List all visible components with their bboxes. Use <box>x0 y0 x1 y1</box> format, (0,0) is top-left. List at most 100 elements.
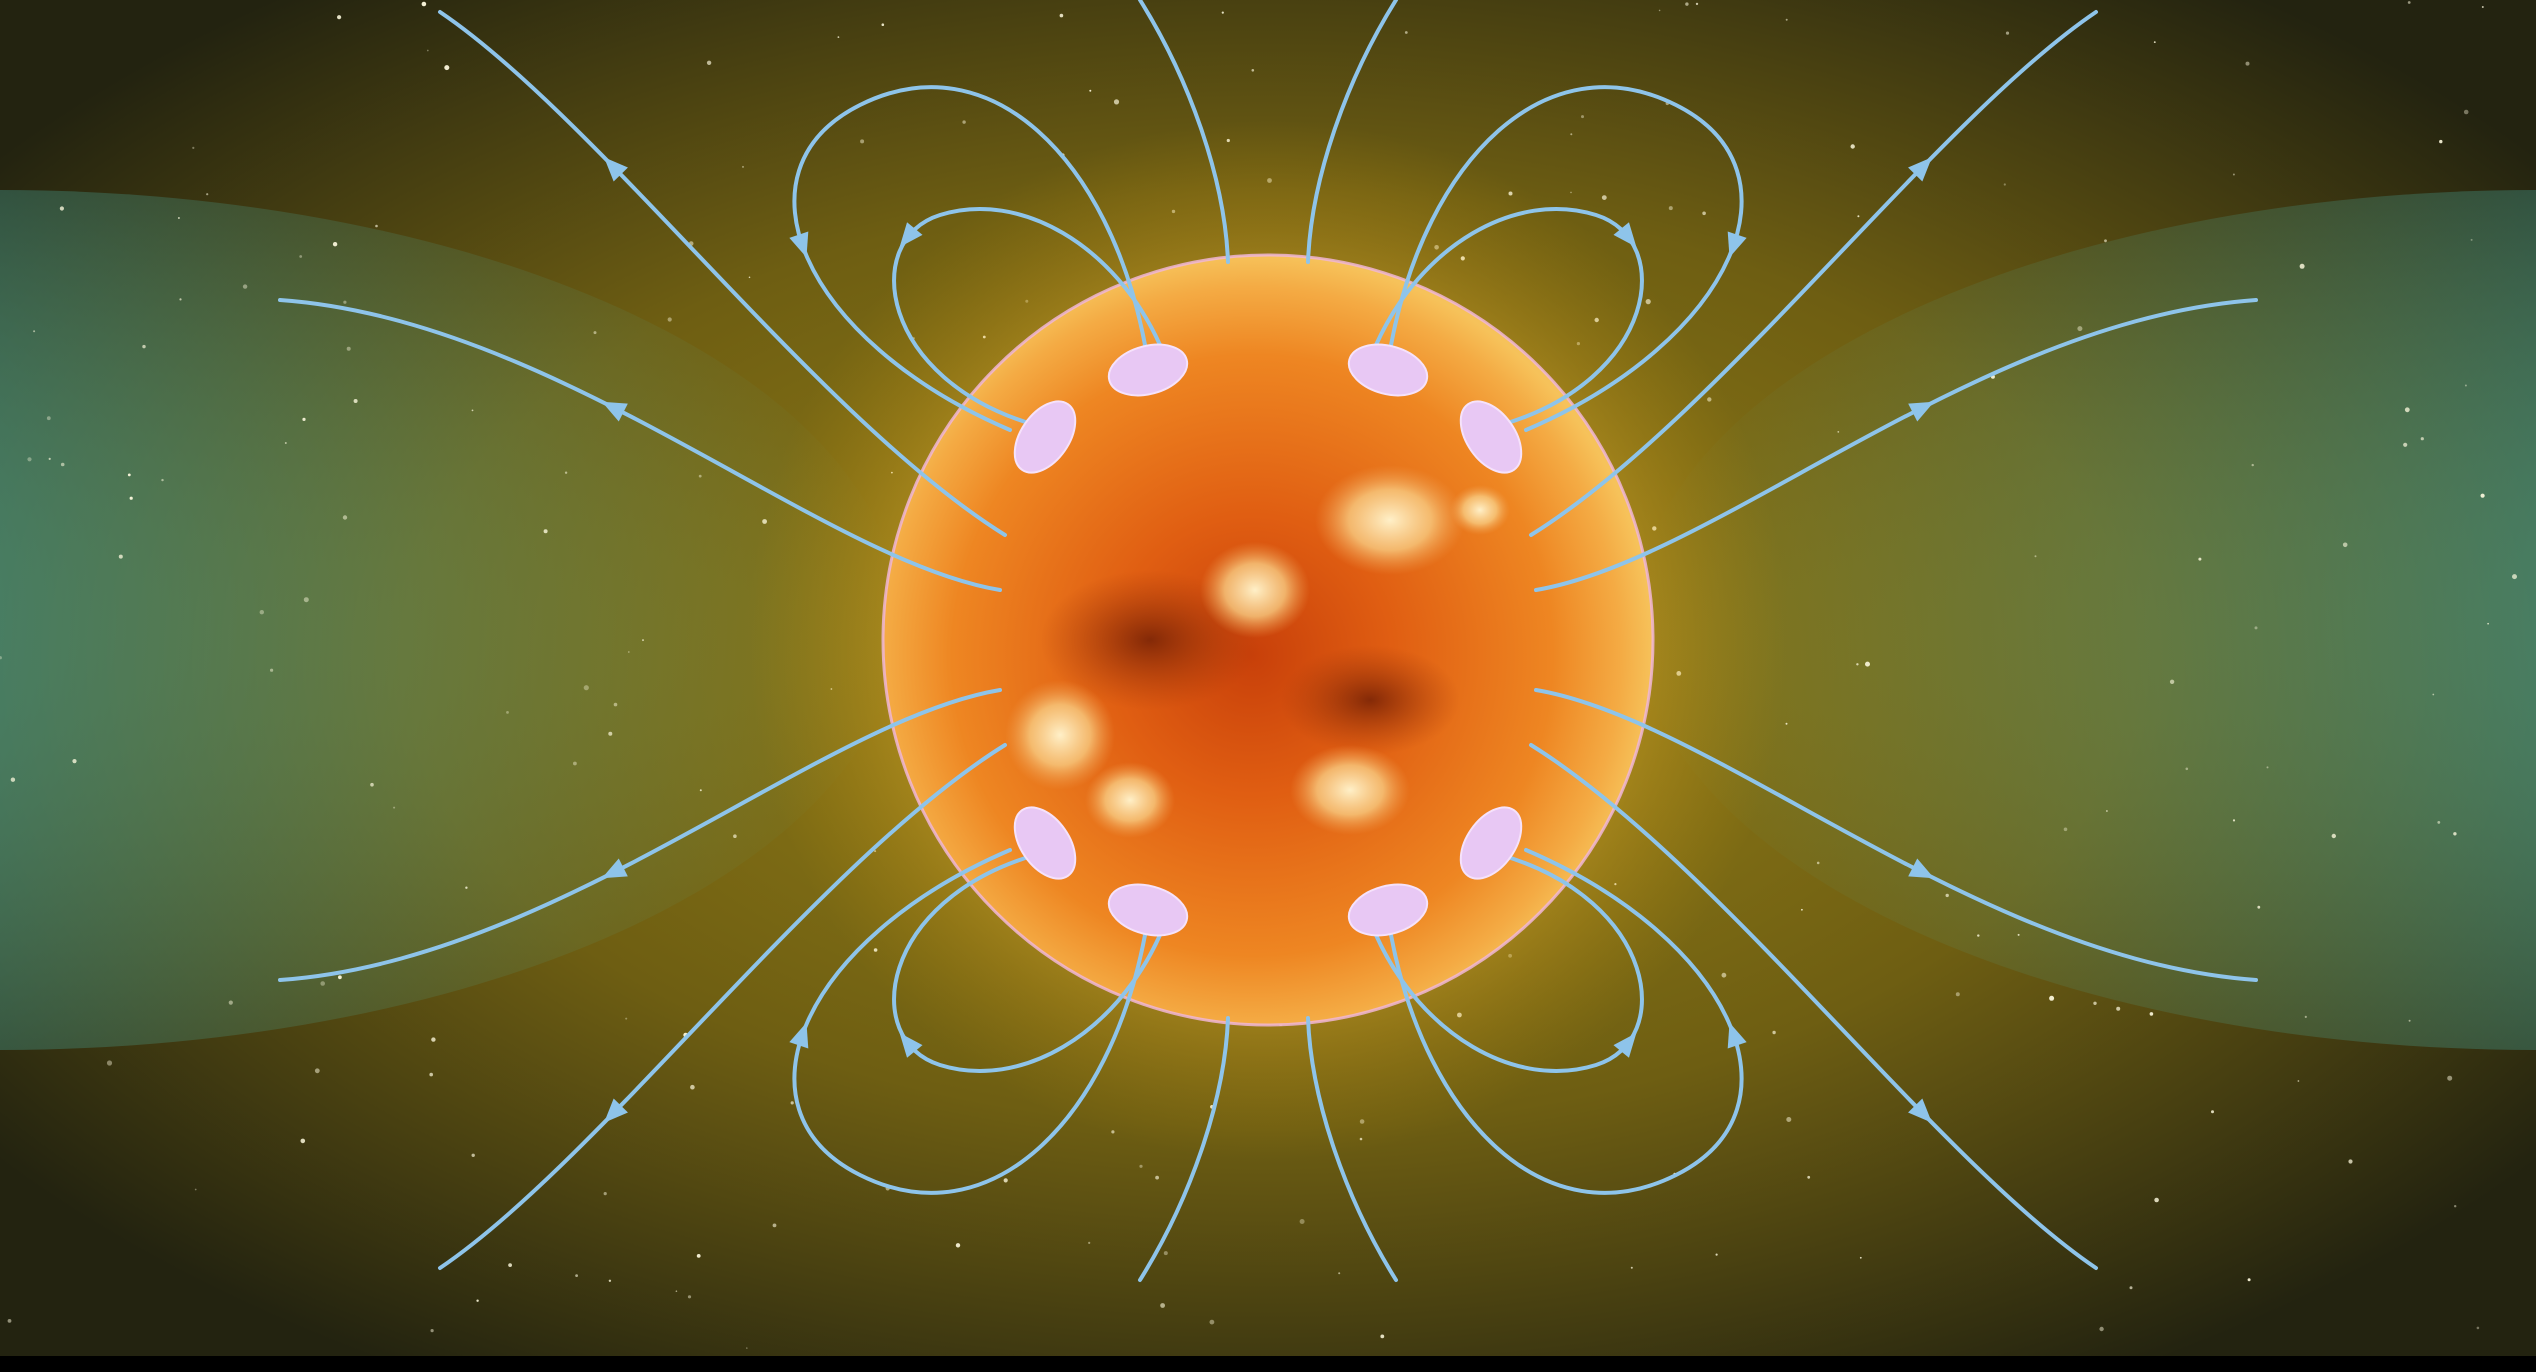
star-dot-icon <box>1581 115 1584 119</box>
star-dot-icon <box>2017 933 2020 936</box>
star-dot-icon <box>194 1188 197 1191</box>
star-dot-icon <box>690 1084 695 1090</box>
star-dot-icon <box>1570 191 1572 194</box>
star-dot-icon <box>2169 679 2175 684</box>
ellipse-icon <box>1347 343 1429 397</box>
active-region-bright <box>1450 485 1510 535</box>
star-dot-icon <box>593 331 597 335</box>
star-dot-icon <box>2447 1075 2453 1081</box>
ellipse-icon <box>1107 883 1189 937</box>
star-dot-icon <box>625 1017 628 1020</box>
star-dot-icon <box>2420 437 2424 441</box>
star-dot-icon <box>667 317 672 322</box>
star-dot-icon <box>1859 1256 1862 1259</box>
star-dot-icon <box>343 300 347 304</box>
star-dot-icon <box>2403 442 2408 447</box>
star-dot-icon <box>27 457 32 462</box>
field-line-group-upper-left <box>278 0 1230 592</box>
star-dot-icon <box>72 759 77 764</box>
star-dot-icon <box>1857 215 1860 218</box>
field-line <box>1529 10 2098 537</box>
star-dot-icon <box>962 120 966 124</box>
star-dot-icon <box>1837 431 1840 433</box>
star-dot-icon <box>206 193 209 196</box>
magnetic-field-lines <box>278 0 2258 1282</box>
star-dot-icon <box>2154 1197 2159 1203</box>
star-dot-icon <box>129 496 133 500</box>
star-dot-icon <box>393 806 396 809</box>
field-line <box>1138 1016 1230 1282</box>
star-dot-icon <box>465 886 468 889</box>
star-dot-icon <box>48 457 51 460</box>
star-dot-icon <box>573 761 577 766</box>
star-dot-icon <box>2348 1159 2353 1164</box>
sun-rim-line <box>881 253 1655 1027</box>
star-dot-icon <box>1772 1030 1776 1035</box>
star-dot-icon <box>338 975 342 980</box>
star-dot-icon <box>1702 211 1706 216</box>
star-dot-icon <box>1601 195 1607 201</box>
star-dot-icon <box>687 1295 692 1299</box>
star-dot-icon <box>1380 1334 1385 1339</box>
star-dot-icon <box>613 702 618 707</box>
star-dot-icon <box>2116 1006 2121 1011</box>
star-dot-icon <box>1251 69 1255 72</box>
star-dot-icon <box>1945 893 1949 898</box>
star-dot-icon <box>2299 263 2305 269</box>
arrow-head-icon <box>1908 157 1932 182</box>
star-dot-icon <box>314 1068 320 1074</box>
field-line <box>1374 207 1644 427</box>
bottom-letterbox-bar <box>0 1356 2536 1372</box>
solar-wind-glow-left <box>0 190 900 1050</box>
star-dot-icon <box>2153 41 2156 43</box>
star-dot-icon <box>642 639 644 642</box>
star-dot-icon <box>1977 934 1980 937</box>
star-dot-icon <box>346 346 351 351</box>
star-dot-icon <box>429 1072 434 1077</box>
star-dot-icon <box>2266 766 2269 769</box>
star-dot-icon <box>742 165 744 168</box>
star-dot-icon <box>60 462 65 467</box>
star-dot-icon <box>299 255 303 258</box>
field-line <box>1138 0 1230 264</box>
star-dot-icon <box>303 597 309 603</box>
ellipse-icon <box>1459 806 1523 880</box>
star-dot-icon <box>142 344 146 349</box>
star-dot-icon <box>2093 1001 2097 1005</box>
field-line <box>438 743 1007 1270</box>
star-dot-icon <box>476 1299 479 1302</box>
star-dot-icon <box>2512 574 2517 580</box>
star-dot-icon <box>59 206 64 211</box>
star-dot-icon <box>1139 1164 1143 1168</box>
star-dot-icon <box>790 1101 794 1105</box>
active-regions <box>1005 465 1510 838</box>
ellipse-icon <box>1459 400 1523 474</box>
star-dot-icon <box>192 146 195 149</box>
star-dot-icon <box>118 554 123 559</box>
star-dot-icon <box>2251 463 2254 467</box>
star-dot-icon <box>2476 1326 2480 1330</box>
star-dot-icon <box>2481 6 2484 8</box>
star-dot-icon <box>2104 239 2107 243</box>
star-dot-icon <box>370 782 374 787</box>
active-region-bright <box>1085 762 1175 838</box>
ellipse-icon <box>1013 400 1077 474</box>
star-dot-icon <box>1570 133 1573 136</box>
star-dot-icon <box>1816 861 1820 865</box>
star-dot-icon <box>2432 693 2435 696</box>
star-dot-icon <box>1856 663 1859 666</box>
star-dot-icon <box>860 139 865 144</box>
star-dot-icon <box>2005 31 2010 35</box>
star-dot-icon <box>284 442 287 444</box>
star-dot-icon <box>161 478 164 482</box>
star-dot-icon <box>1113 99 1120 105</box>
star-dot-icon <box>300 1138 306 1144</box>
active-region-bright <box>1315 465 1465 575</box>
field-line <box>1529 743 2098 1270</box>
star-dot-icon <box>1160 1303 1165 1308</box>
star-dot-icon <box>1786 1117 1792 1122</box>
star-dot-icon <box>270 668 274 672</box>
star-dot-icon <box>733 834 737 838</box>
arrow-head-icon <box>899 1032 923 1058</box>
